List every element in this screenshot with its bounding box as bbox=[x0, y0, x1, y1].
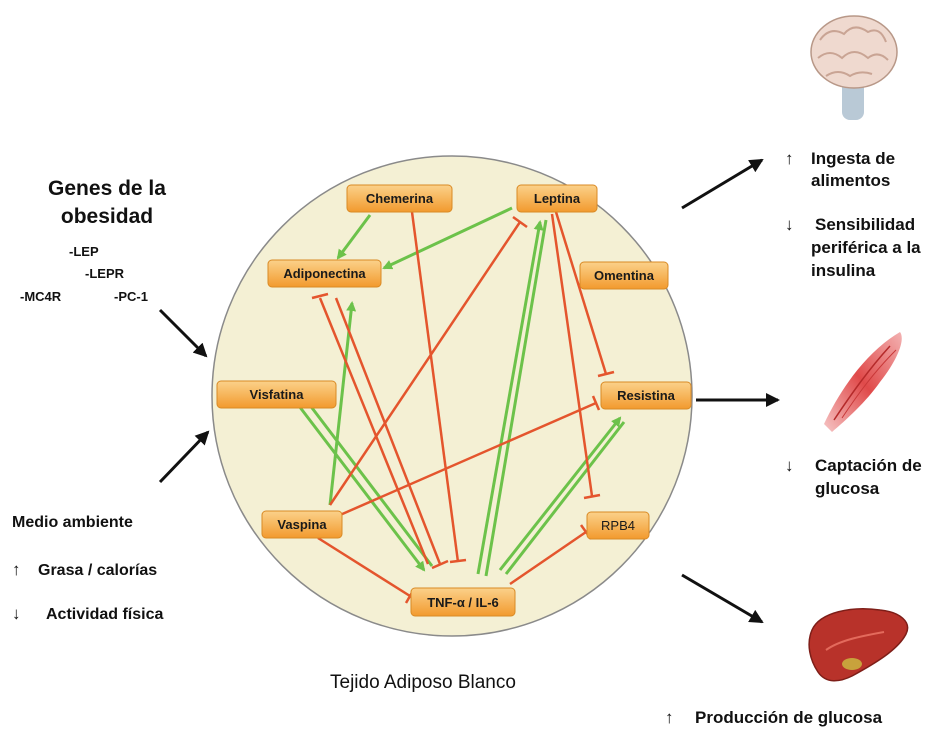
up-arrow-icon: ↑ bbox=[785, 148, 811, 170]
node-tnf-il6-label: TNF-α / IL-6 bbox=[427, 595, 499, 610]
gene-mc4r: -MC4R bbox=[20, 289, 61, 304]
down-arrow-icon: ↓ bbox=[785, 214, 815, 236]
effect-insulin-line3: insulina bbox=[811, 260, 875, 282]
diagram-caption: Tejido Adiposo Blanco bbox=[330, 672, 516, 694]
environment-item-activity: ↓Actividad física bbox=[12, 604, 163, 624]
gene-lep: -LEP bbox=[69, 244, 99, 259]
arrow-to-brain bbox=[682, 160, 762, 208]
node-vaspina: Vaspina bbox=[262, 511, 342, 538]
environment-item-fat-label: Grasa / calorías bbox=[38, 562, 157, 579]
genes-title-line2: obesidad bbox=[12, 203, 202, 231]
arrow-to-liver bbox=[682, 575, 762, 622]
node-omentina: Omentina bbox=[580, 262, 668, 289]
node-adiponectina-label: Adiponectina bbox=[283, 266, 366, 281]
node-resistina-label: Resistina bbox=[617, 388, 676, 403]
effect-glucose-production: ↑Producción de glucosa bbox=[665, 707, 882, 729]
effect-insulin-sensitivity: ↓Sensibilidad bbox=[785, 214, 915, 236]
node-visfatina-label: Visfatina bbox=[250, 387, 305, 402]
node-tnf-il6: TNF-α / IL-6 bbox=[411, 588, 515, 616]
effect-glucose-uptake: ↓Captación de bbox=[785, 455, 922, 477]
down-arrow-icon: ↓ bbox=[12, 604, 46, 624]
effect-glucose-production-label: Producción de glucosa bbox=[695, 708, 882, 727]
muscle-icon bbox=[824, 332, 902, 432]
node-chemerina-label: Chemerina bbox=[366, 191, 434, 206]
arrow-genes-in bbox=[160, 310, 206, 356]
effect-glucose-uptake-line2: glucosa bbox=[815, 478, 879, 500]
down-arrow-icon: ↓ bbox=[785, 455, 815, 477]
node-rpb4: RPB4 bbox=[587, 512, 649, 539]
node-rpb4-label: RPB4 bbox=[601, 518, 635, 533]
node-adiponectina: Adiponectina bbox=[268, 260, 381, 287]
node-leptina: Leptina bbox=[517, 185, 597, 212]
effect-food-intake: ↑Ingesta de bbox=[785, 148, 895, 170]
node-leptina-label: Leptina bbox=[534, 191, 581, 206]
genes-title: Genes de la obesidad bbox=[12, 175, 202, 231]
environment-item-activity-label: Actividad física bbox=[46, 606, 163, 623]
effect-food-intake-line2: alimentos bbox=[811, 170, 890, 192]
up-arrow-icon: ↑ bbox=[665, 707, 695, 729]
arrow-environment-in bbox=[160, 432, 208, 482]
gene-pc1: -PC-1 bbox=[114, 289, 148, 304]
node-visfatina: Visfatina bbox=[217, 381, 336, 408]
up-arrow-icon: ↑ bbox=[12, 560, 38, 580]
brain-icon bbox=[811, 16, 897, 120]
node-vaspina-label: Vaspina bbox=[277, 517, 327, 532]
effect-food-intake-line1: Ingesta de bbox=[811, 149, 895, 168]
effect-insulin-line2: periférica a la bbox=[811, 237, 921, 259]
genes-title-line1: Genes de la bbox=[12, 175, 202, 203]
node-resistina: Resistina bbox=[601, 382, 691, 409]
environment-title: Medio ambiente bbox=[12, 514, 133, 532]
liver-icon bbox=[809, 609, 907, 681]
node-chemerina: Chemerina bbox=[347, 185, 452, 212]
gene-lepr: -LEPR bbox=[85, 266, 124, 281]
effect-glucose-uptake-line1: Captación de bbox=[815, 456, 922, 475]
environment-item-fat: ↑Grasa / calorías bbox=[12, 560, 157, 580]
node-omentina-label: Omentina bbox=[594, 268, 655, 283]
effect-insulin-line1: Sensibilidad bbox=[815, 215, 915, 234]
